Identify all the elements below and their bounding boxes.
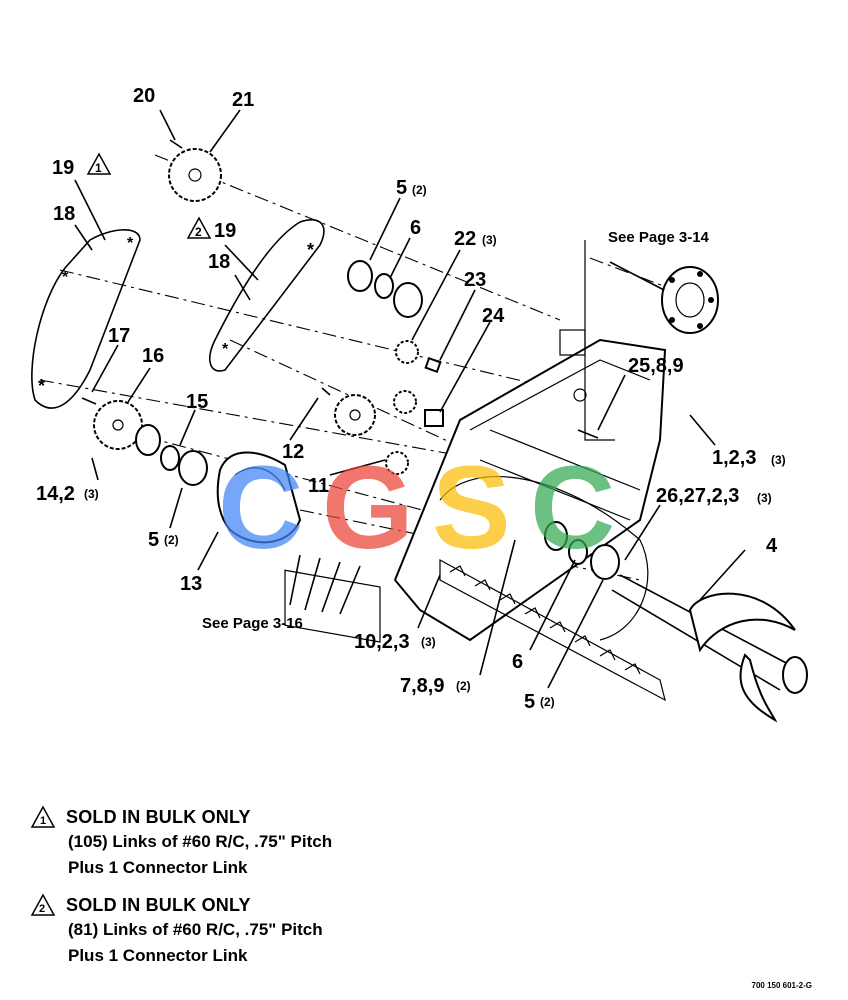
callout-5-lower: 5 <box>524 691 535 713</box>
svg-text:*: * <box>222 341 229 358</box>
note-2-marker-label: 2 <box>195 225 202 239</box>
watermark: C G S C <box>218 442 615 574</box>
svg-text:*: * <box>307 240 314 260</box>
callouts: 20 21 19 1 18 5 (2) 6 22 (3) 2 19 18 See… <box>36 85 786 713</box>
svg-text:*: * <box>38 376 45 396</box>
sprocket-22c <box>385 451 409 475</box>
callout-26-27-2-3-qty: (3) <box>757 491 772 505</box>
note-2: 2 SOLD IN BULK ONLY (81) Links of #60 R/… <box>30 893 630 969</box>
callout-1-2-3: 1,2,3 <box>712 447 756 469</box>
callout-5-upper: 5 <box>396 177 407 199</box>
note-2-marker-triangle <box>186 216 212 239</box>
callout-12: 12 <box>282 441 304 463</box>
svg-text:*: * <box>127 235 134 252</box>
watermark-letter-c2: C <box>530 442 615 574</box>
bearing-right <box>544 521 620 580</box>
note-2-triangle-icon: 2 <box>30 893 56 916</box>
callout-26-27-2-3: 26,27,2,3 <box>656 485 739 507</box>
callout-5-lower-qty: (2) <box>540 695 555 709</box>
callout-22-qty: (3) <box>482 233 497 247</box>
note-2-line-2: Plus 1 Connector Link <box>68 946 248 965</box>
sprocket-21 <box>168 148 222 202</box>
note-1-line-1: (105) Links of #60 R/C, .75" Pitch <box>68 832 333 851</box>
callout-5-upper-qty: (2) <box>412 183 427 197</box>
note-2-title: SOLD IN BULK ONLY <box>66 894 251 915</box>
svg-text:1: 1 <box>40 815 46 827</box>
drive-chain-2: * * <box>209 219 325 372</box>
bearing-upper <box>347 260 423 318</box>
shield-cover <box>216 451 302 544</box>
hub-flange <box>609 261 719 334</box>
callout-13: 13 <box>180 573 202 595</box>
note-1-marker-label: 1 <box>95 161 102 175</box>
callout-22: 22 <box>454 228 476 250</box>
callout-18-top: 18 <box>53 203 75 225</box>
svg-text:2: 2 <box>39 903 45 915</box>
callout-18-mid: 18 <box>208 251 230 273</box>
callout-15: 15 <box>186 391 208 413</box>
callout-5-left: 5 <box>148 529 159 551</box>
callout-20: 20 <box>133 85 155 107</box>
callout-4: 4 <box>766 535 778 557</box>
note-1-marker-triangle <box>86 152 112 175</box>
ref-see-page-3-14: See Page 3-14 <box>608 229 710 246</box>
callout-10-2-3: 10,2,3 <box>354 631 410 653</box>
callout-11: 11 <box>308 475 329 497</box>
small-parts <box>81 139 599 439</box>
callout-19-mid: 19 <box>214 220 236 242</box>
callout-19-top: 19 <box>52 157 74 179</box>
note-1-triangle-icon: 1 <box>30 805 56 828</box>
drive-chain-1: * * * <box>31 229 141 409</box>
note-1: 1 SOLD IN BULK ONLY (105) Links of #60 R… <box>30 805 630 881</box>
callout-25-8-9: 25,8,9 <box>628 355 684 377</box>
note-1-title: SOLD IN BULK ONLY <box>66 806 251 827</box>
sprocket-16 <box>93 400 143 450</box>
callout-7-8-9-qty: (2) <box>456 679 471 693</box>
callout-1-2-3-qty: (3) <box>771 453 786 467</box>
note-1-line-2: Plus 1 Connector Link <box>68 858 248 877</box>
callout-14-2-qty: (3) <box>84 487 99 501</box>
sprocket-22a <box>395 340 419 364</box>
note-2-line-1: (81) Links of #60 R/C, .75" Pitch <box>68 920 323 939</box>
note-2-header: 2 SOLD IN BULK ONLY <box>30 893 630 917</box>
watermark-letter-c1: C <box>218 442 303 574</box>
callout-10-2-3-qty: (3) <box>421 635 436 649</box>
callout-7-8-9: 7,8,9 <box>400 675 444 697</box>
note-1-header: 1 SOLD IN BULK ONLY <box>30 805 630 829</box>
svg-text:*: * <box>62 269 69 286</box>
auger <box>439 476 808 723</box>
bearing-left <box>135 424 208 486</box>
sprocket-11 <box>334 394 376 436</box>
callout-23: 23 <box>464 269 486 291</box>
callout-21: 21 <box>232 89 254 111</box>
leader-lines <box>74 109 746 689</box>
callout-16: 16 <box>142 345 164 367</box>
sprocket-22b <box>393 390 417 414</box>
watermark-letter-g: G <box>322 442 414 574</box>
callout-24: 24 <box>482 305 505 327</box>
platform-bar <box>439 558 666 702</box>
drawing-id: 700 150 601-2-G <box>751 981 813 990</box>
callout-17: 17 <box>108 325 130 347</box>
callout-6-lower: 6 <box>512 651 523 673</box>
ref-see-page-3-16: See Page 3-16 <box>202 615 303 632</box>
callout-5-left-qty: (2) <box>164 533 179 547</box>
watermark-letter-s: S <box>432 442 511 574</box>
callout-14-2: 14,2 <box>36 483 75 505</box>
side-frame <box>393 240 667 642</box>
knife-assembly <box>284 554 381 643</box>
notes-section: 1 SOLD IN BULK ONLY (105) Links of #60 R… <box>30 805 630 981</box>
callout-6-upper: 6 <box>410 217 421 239</box>
